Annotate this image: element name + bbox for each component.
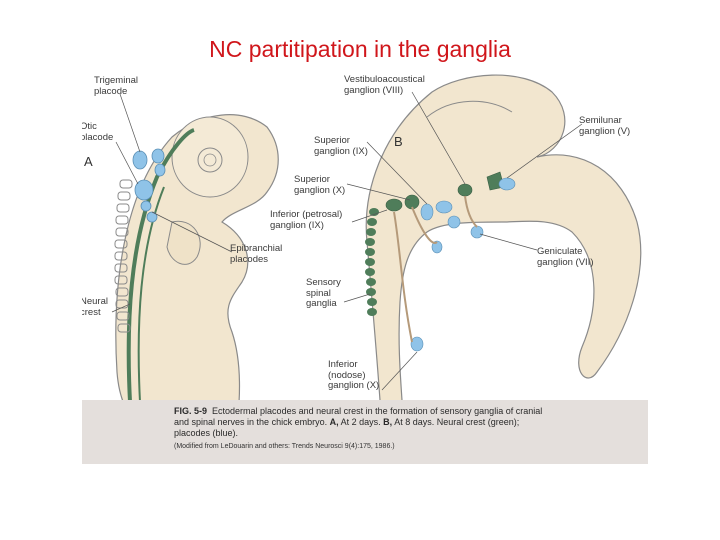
panel-a-embryo [111,93,279,464]
label-superior-ganglion-x: Superior ganglion (X) [294,174,346,196]
slide-title: NC partitipation in the ganglia [209,36,511,62]
label-otic-placode: Otic placode [82,121,114,143]
label-semilunar-ganglion: Semilunar ganglion (V) [579,115,631,137]
panel-b-letter: B [394,134,403,149]
label-inferior-nodose-ganglion: Inferior (nodose) ganglion (X) [328,359,380,391]
figure-caption: FIG. 5-9 Ectodermal placodes and neural … [174,406,554,439]
label-vestibuloacoustical-ganglion: Vestibuloacoustical ganglion (VIII) [344,74,425,96]
embryo-illustration [111,74,642,464]
caption-a-text: At 2 days. [340,417,381,427]
caption-a-label: A, [329,417,339,427]
caption-band [82,400,648,464]
label-sensory-spinal-ganglia: Sensory spinal ganglia [306,277,341,309]
label-neural-crest: Neural crest [82,296,108,318]
label-inferior-petrosal-ganglion: Inferior (petrosal) ganglion (IX) [270,209,343,231]
caption-b-text: At 8 days. Neural crest (green); placode… [174,417,520,438]
caption-fig-number: FIG. 5-9 [174,406,208,416]
label-trigeminal-placode: Trigeminal placode [94,75,138,97]
label-superior-ganglion-ix: Superior ganglion (IX) [314,135,368,157]
panel-a-letter: A [84,154,93,169]
caption-credit: (Modified from LeDouarin and others: Tre… [174,443,395,450]
label-epibranchial-placodes: Epibranchial placodes [230,243,283,265]
caption-b-label: B, [383,417,393,427]
label-geniculate-ganglion: Geniculate ganglion (VII) [537,246,594,268]
panel-b-brain [343,74,642,433]
caption-text: Ectodermal placodes and neural crest in … [174,406,543,427]
figure: A B Trigeminal placode Otic placode Epib… [82,72,648,464]
